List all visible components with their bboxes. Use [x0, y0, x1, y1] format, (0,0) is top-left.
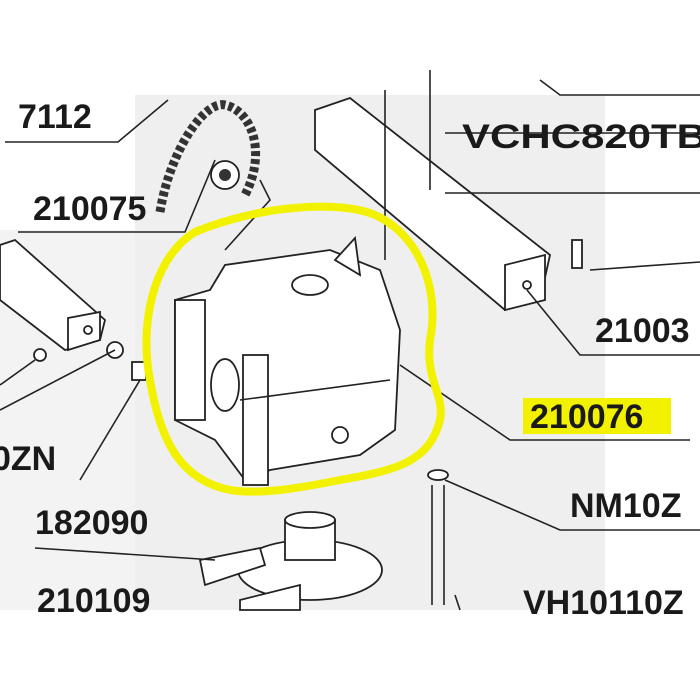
beam-left [0, 238, 147, 381]
beam-right [314, 70, 552, 312]
chain-sprocket [155, 100, 260, 213]
label-7112: 7112 [18, 98, 92, 136]
label-nm10z: NM10Z [570, 487, 681, 525]
pulley-210109 [198, 511, 383, 611]
leader-lines [0, 79, 700, 611]
bolt-right [571, 239, 583, 269]
label-210109: 210109 [37, 582, 150, 620]
label-21003: 21003 [595, 312, 690, 350]
bolt-nm10z [427, 469, 449, 605]
highlight-circle [142, 202, 445, 496]
label-vchc820tb: VCHC820TB [462, 118, 700, 156]
label-182090: 182090 [35, 504, 148, 542]
highlight-label-bg [523, 398, 671, 434]
gearbox-210076 [174, 235, 401, 486]
label-vh10110z: VH10110Z [523, 584, 684, 622]
label-0zn: 0ZN [0, 440, 56, 478]
label-210075: 210075 [33, 190, 146, 228]
label-210076: 210076 [530, 398, 643, 436]
